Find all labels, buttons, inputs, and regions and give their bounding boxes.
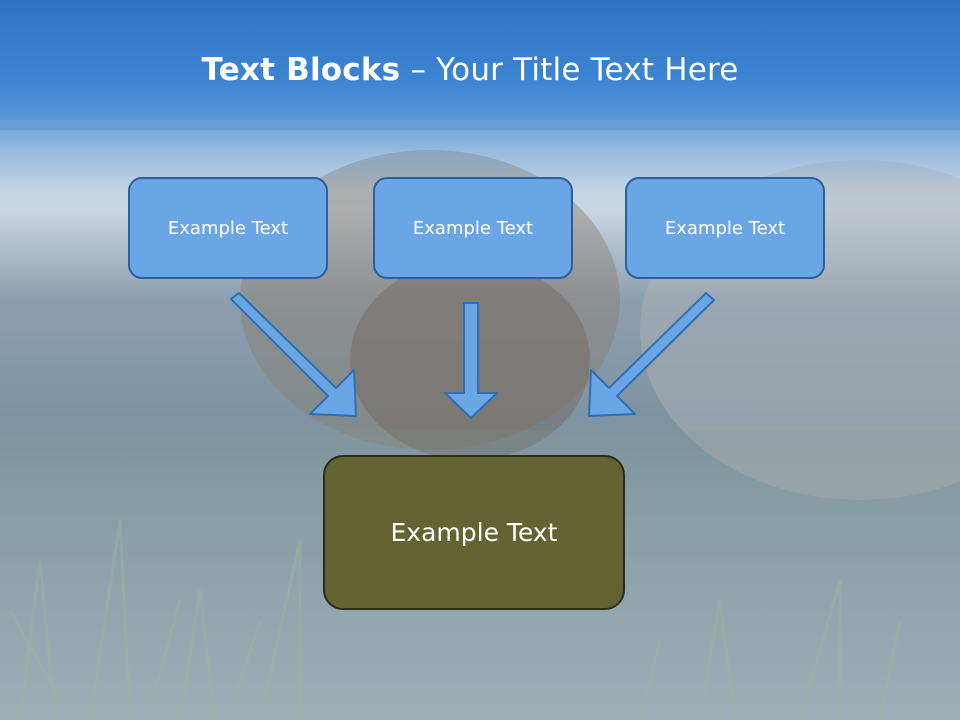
text-block-3[interactable]: Example Text	[625, 177, 825, 279]
arrow-middle	[444, 302, 498, 419]
main-text-block-label: Example Text	[390, 518, 558, 547]
arrow-right	[588, 292, 715, 417]
text-block-2[interactable]: Example Text	[373, 177, 573, 279]
main-text-block[interactable]: Example Text	[323, 455, 625, 610]
arrow-left	[230, 292, 357, 417]
text-block-1[interactable]: Example Text	[128, 177, 328, 279]
page-title: Text Blocks – Your Title Text Here	[0, 52, 940, 88]
title-bold: Text Blocks	[201, 52, 401, 88]
text-block-2-label: Example Text	[412, 217, 534, 239]
text-block-3-label: Example Text	[664, 217, 786, 239]
title-rest: – Your Title Text Here	[400, 52, 739, 88]
header-band	[0, 0, 960, 130]
text-block-1-label: Example Text	[167, 217, 289, 239]
